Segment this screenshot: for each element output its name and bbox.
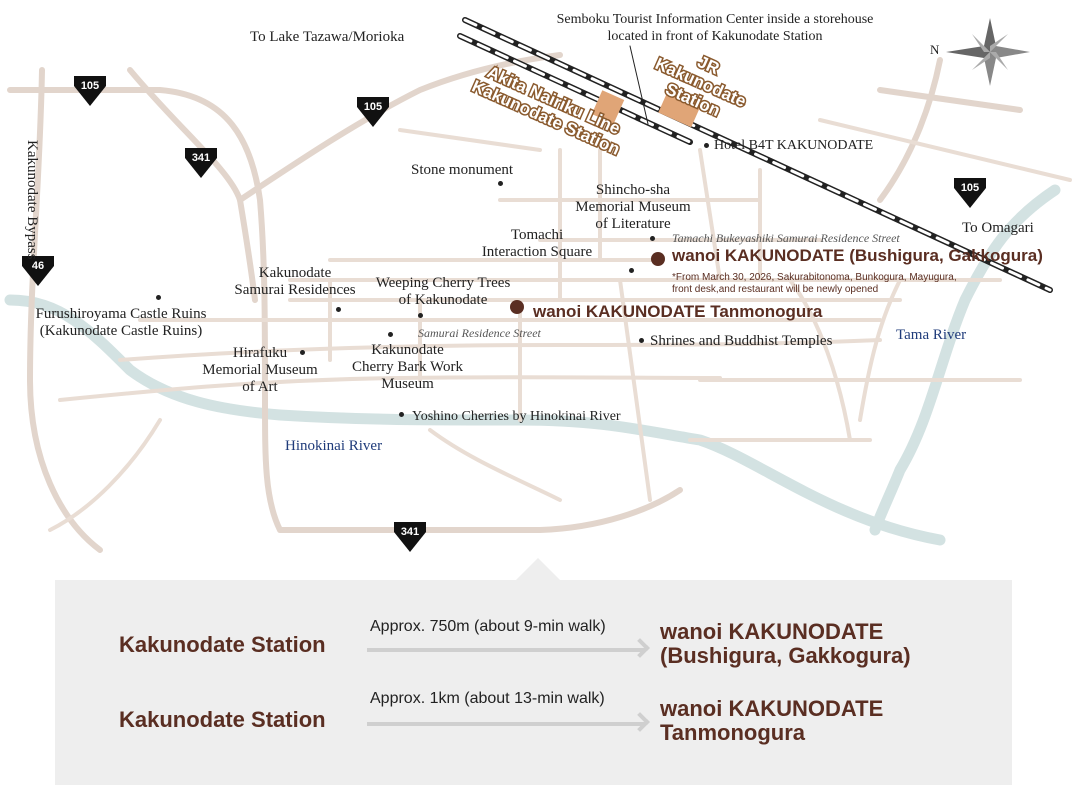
hinokinai-river-label: Hinokinai River (285, 438, 383, 454)
jr-station-box (658, 88, 702, 128)
tanmonogura-hotel-marker (510, 300, 524, 314)
yoshino-label: Yoshino Cherries by Hinokinai River (412, 409, 621, 424)
omagari-direction: To Omagari (962, 220, 1034, 236)
stone-monument-label: Stone monument (411, 162, 514, 178)
route-341-label: 341 (400, 526, 420, 538)
tamachi-street-label: Tamachi Bukeyashiki Samurai Residence St… (672, 231, 900, 245)
akita-nairiku-station-box (591, 90, 625, 124)
lake-tazawa-direction: To Lake Tazawa/Morioka (250, 29, 405, 45)
route-origin: Kakunodate Station (119, 632, 326, 657)
cherry-bark-label: Kakunodate Cherry Bark Work Museum (352, 342, 463, 392)
shrines-marker (639, 338, 644, 343)
panel-pointer (516, 558, 560, 580)
castle-ruins-marker (156, 295, 161, 300)
shrines-label: Shrines and Buddhist Temples (650, 333, 833, 349)
bushigura-hotel-label: wanoi KAKUNODATE (Bushigura, Gakkogura) (672, 246, 1043, 265)
weeping-cherry-label: Weeping Cherry Trees of Kakunodate (375, 275, 511, 308)
hotel-b4t-label: Hotel B4T KAKUNODATE (714, 138, 874, 153)
tanmonogura-hotel-label: wanoi KAKUNODATE Tanmonogura (533, 302, 823, 321)
route-341-shield-icon (185, 148, 217, 178)
bushigura-hotel-note: *From March 30, 2026, Sakurabitonoma, Bu… (672, 272, 957, 295)
railway (457, 17, 1053, 293)
samurai-street-label: Samurai Residence Street (418, 326, 541, 340)
access-panel: Kakunodate Station Approx. 750m (about 9… (55, 580, 1012, 785)
tomachi-square-label: Tomachi Interaction Square (481, 227, 593, 260)
route-origin: Kakunodate Station (119, 707, 326, 732)
weeping-cherry-marker (418, 313, 423, 318)
bypass-label: Kakunodate Bypass (24, 140, 40, 260)
route-105-label: 105 (80, 80, 100, 92)
castle-ruins-label: Furushiroyama Castle Ruins (Kakunodate C… (35, 306, 207, 339)
route-arrow-icon (367, 722, 645, 726)
bypass-road (27, 67, 103, 553)
tomachi-square-marker (629, 268, 634, 273)
route-105-shield-icon (357, 97, 389, 127)
compass-north-label: N (930, 42, 940, 57)
route-341-label: 341 (191, 152, 211, 164)
tama-river (869, 184, 1061, 536)
hinokinai-river (4, 294, 946, 546)
route-341-shield-icon (394, 522, 426, 552)
route-distance: Approx. 750m (about 9-min walk) (370, 618, 606, 635)
shincho-sha-label: Shincho-sha Memorial Museum of Literatur… (575, 182, 691, 232)
route-distance: Approx. 1km (about 13-min walk) (370, 690, 605, 707)
bushigura-hotel-marker (651, 252, 665, 266)
route-arrow-icon (367, 648, 645, 652)
hirafuku-label: Hirafuku Memorial Museum of Art (202, 345, 318, 395)
route-105-shield-icon (74, 76, 106, 106)
yoshino-marker (399, 412, 404, 417)
compass-rose (946, 18, 1030, 86)
tama-river-label: Tama River (896, 327, 967, 343)
route-destination: wanoi KAKUNODATE (Bushigura, Gakkogura) (660, 619, 911, 668)
route-46-shield-icon (22, 256, 54, 286)
shincho-sha-marker (650, 236, 655, 241)
route-destination: wanoi KAKUNODATE Tanmonogura (660, 696, 884, 745)
cherry-bark-marker (388, 332, 393, 337)
tourist-center-label: Semboku Tourist Information Center insid… (556, 12, 874, 44)
route-341-road (127, 67, 258, 303)
route-105-shield-icon (954, 178, 986, 208)
route-46-label: 46 (31, 260, 45, 272)
samurai-residences-label: Kakunodate Samurai Residences (234, 265, 356, 298)
route-105-label: 105 (960, 182, 980, 194)
samurai-residences-marker (336, 307, 341, 312)
hotel-b4t-marker (704, 143, 709, 148)
route-105-label: 105 (363, 101, 383, 113)
hirafuku-marker (300, 350, 305, 355)
stone-monument-marker (498, 181, 503, 186)
